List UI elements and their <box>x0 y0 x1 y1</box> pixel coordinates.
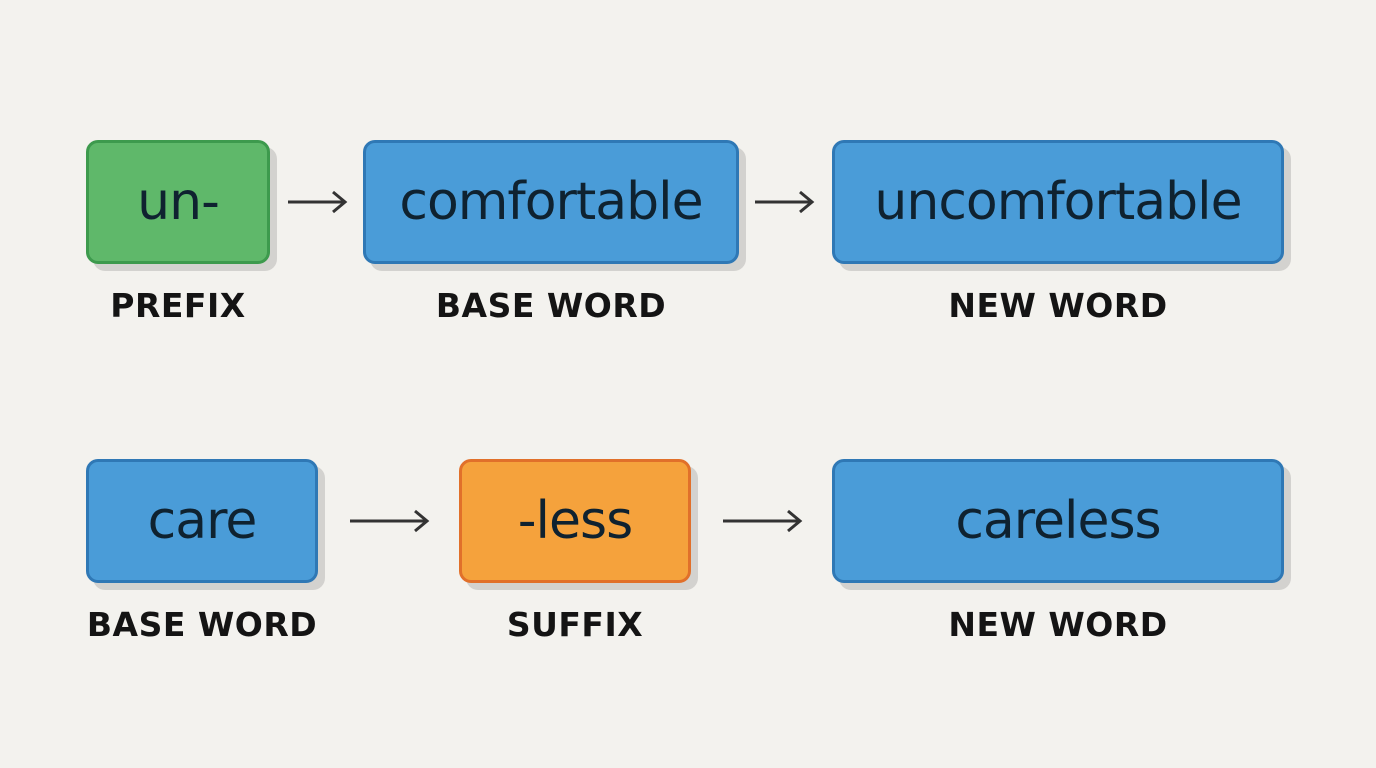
base-word-label: BASE WORD <box>435 286 667 325</box>
base-word-box: care <box>86 459 318 583</box>
base-word-box: comfortable <box>363 140 739 264</box>
right-arrow-icon <box>286 189 350 215</box>
suffix-text: -less <box>517 491 633 551</box>
base-word-text: care <box>147 491 258 551</box>
prefix-box: un- <box>86 140 270 264</box>
new-word-text: careless <box>955 491 1161 551</box>
new-word-label: NEW WORD <box>948 286 1168 325</box>
right-arrow-icon <box>348 508 432 534</box>
right-arrow-icon <box>721 508 805 534</box>
prefix-text: un- <box>137 172 220 232</box>
new-word-label: NEW WORD <box>948 605 1168 644</box>
new-word-text: uncomfortable <box>874 172 1242 232</box>
right-arrow-icon <box>753 189 817 215</box>
suffix-label: SUFFIX <box>506 605 644 644</box>
base-word-text: comfortable <box>399 172 703 232</box>
new-word-box: careless <box>832 459 1284 583</box>
suffix-box: -less <box>459 459 691 583</box>
new-word-box: uncomfortable <box>832 140 1284 264</box>
prefix-label: PREFIX <box>110 286 246 325</box>
base-word-label: BASE WORD <box>86 605 318 644</box>
